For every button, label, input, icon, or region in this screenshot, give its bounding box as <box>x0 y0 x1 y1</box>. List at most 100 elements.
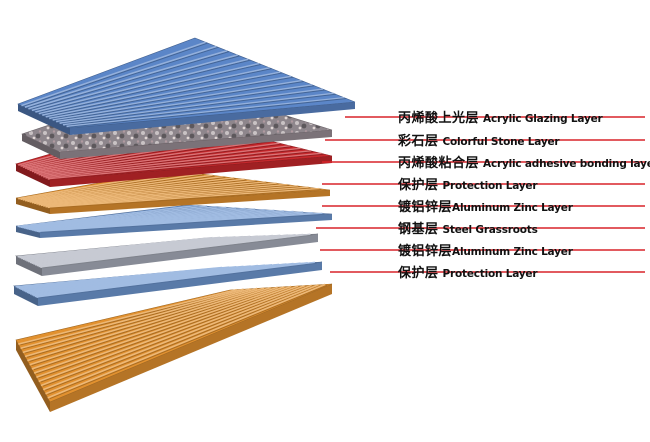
sheet-rib-shadow <box>68 98 347 128</box>
sheet-rib-highlight <box>28 50 228 110</box>
sheet-rib-shadow <box>49 153 324 181</box>
sheet-rib-shadow <box>51 76 294 120</box>
sheet-rib-highlight <box>22 173 203 201</box>
sheet-rib-highlight <box>36 285 292 378</box>
sheet-rib-highlight <box>42 284 312 391</box>
sheet-rib-highlight <box>31 286 278 370</box>
sheet-rib-highlight <box>35 58 249 113</box>
sheet-rib-highlight <box>43 147 301 178</box>
sheet-rib-highlight <box>45 186 309 208</box>
sheet-edge <box>16 256 42 276</box>
sheet-rib-shadow <box>37 59 251 114</box>
sheet-rib-highlight <box>40 145 291 177</box>
sheet-rib-shadow <box>47 285 321 395</box>
sheet-rib-shadow <box>40 286 301 383</box>
layer-label-cn: 保护层 <box>398 266 439 281</box>
sheet-rib-highlight <box>29 286 272 366</box>
sheet-edge <box>38 262 322 306</box>
sheet-rib-highlight <box>59 88 324 124</box>
sheet-rib-highlight <box>38 62 260 115</box>
sheet-edge <box>70 102 355 135</box>
sheet-rib-highlight <box>31 178 245 204</box>
sheet-rib-highlight <box>22 288 251 354</box>
sheet-rib-highlight <box>47 283 326 399</box>
sheet-rib-shadow <box>44 68 272 117</box>
sheet-rib-highlight <box>62 92 334 126</box>
sheet-rib-shadow <box>61 89 326 125</box>
sheet-rib-highlight <box>38 142 280 176</box>
layer-label-en: Aluminum Zinc Layer <box>452 246 573 258</box>
sheet-rib-highlight <box>45 150 312 179</box>
sheet-rib-highlight <box>38 212 323 233</box>
sheet-rib-highlight <box>31 54 238 112</box>
leader-lines <box>316 116 645 273</box>
sheet-edge <box>14 286 38 306</box>
layer-label-cn: 丙烯酸粘合层 <box>398 156 480 171</box>
layer-sheets <box>12 37 356 412</box>
sheet-rib-highlight <box>36 261 315 298</box>
sheet-rib-highlight <box>49 75 292 120</box>
sheet-rib-shadow <box>65 93 336 127</box>
sheet-rib-shadow <box>23 42 208 107</box>
sheet-rib-shadow <box>42 234 313 269</box>
layer-label-en: Protection Layer <box>442 268 538 280</box>
sheet-rib-highlight <box>38 182 277 206</box>
sheet-edge <box>40 214 332 238</box>
sheet-edge <box>18 104 70 135</box>
sheet-rib-shadow <box>26 46 219 109</box>
layer-label-cn: 丙烯酸上光层 <box>398 111 480 126</box>
sheet-rib-highlight <box>24 45 217 108</box>
layer-sheet <box>14 233 319 276</box>
sheet-edge <box>16 340 50 412</box>
sheet-rib-highlight <box>18 288 237 345</box>
layer-sheet <box>12 261 323 306</box>
layer-label-cn: 彩石层 <box>398 134 439 149</box>
sheet-rib-highlight <box>27 287 265 362</box>
sheet-rib-highlight <box>20 288 244 350</box>
sheet-rib-highlight <box>34 179 256 205</box>
sheet-rib-highlight <box>33 286 285 374</box>
sheet-edge <box>16 164 50 187</box>
sheet-rib-highlight <box>36 181 267 205</box>
sheet-rib-highlight <box>52 79 302 121</box>
layer-label-cn: 钢基层 <box>398 222 439 237</box>
sheet-edge <box>50 190 330 214</box>
sheet-rib-shadow <box>40 213 325 233</box>
sheet-rib-highlight <box>42 67 270 116</box>
sheet-rib-highlight <box>24 287 258 358</box>
sheet-rib-highlight <box>40 284 306 387</box>
sheet-rib-shadow <box>35 287 287 375</box>
sheet-edge <box>50 156 332 187</box>
sheet-rib-shadow <box>40 63 262 115</box>
sheet-rib-highlight <box>66 96 345 128</box>
sheet-rib-shadow <box>42 285 307 387</box>
sheet-rib-highlight <box>38 285 299 383</box>
sheet-edge <box>42 234 318 276</box>
sheet-rib-shadow <box>49 284 328 400</box>
sheet-rib-highlight <box>36 140 270 175</box>
sheet-edge <box>16 198 50 214</box>
sheet-rib-highlight <box>56 84 313 123</box>
sheet-rib-highlight <box>45 284 319 395</box>
layer-sheet <box>15 283 333 412</box>
sheet-edge <box>50 284 332 412</box>
layer-label-en: Aluminum Zinc Layer <box>452 202 573 214</box>
layer-label-en: Protection Layer <box>442 180 538 192</box>
sheet-rib-shadow <box>30 51 230 111</box>
sheet-rib-highlight <box>43 185 299 207</box>
sheet-rib-shadow <box>38 286 294 379</box>
sheet-rib-highlight <box>47 187 320 209</box>
sheet-rib-shadow <box>31 287 273 367</box>
sheet-edge <box>60 130 332 159</box>
sheet-rib-highlight <box>24 174 213 202</box>
layer-label-en: Colorful Stone Layer <box>442 136 560 148</box>
layer-label-aluminum-zinc-top: 镀铝锌层Aluminum Zinc Layer <box>398 196 573 216</box>
sheet-rib-highlight <box>40 183 288 207</box>
sheet-rib-shadow <box>33 55 240 112</box>
sheet-rib-shadow <box>58 85 315 123</box>
layer-label-aluminum-zinc-bottom: 镀铝锌层Aluminum Zinc Layer <box>398 240 573 260</box>
